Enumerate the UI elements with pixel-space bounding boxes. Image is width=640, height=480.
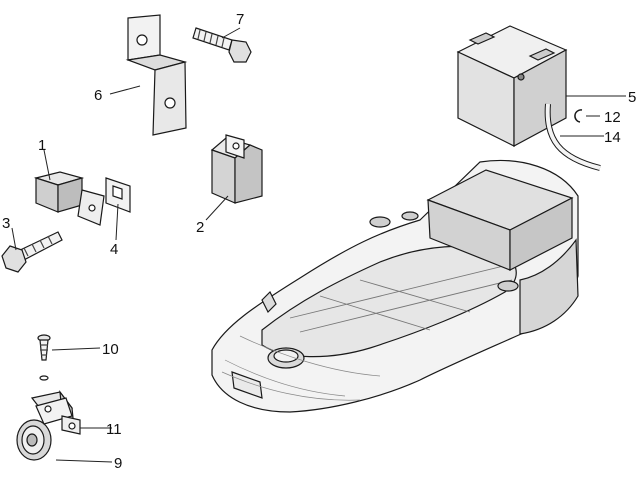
leader-lines — [11, 27, 626, 463]
part-2-relay — [210, 134, 263, 204]
callout-6: 6 — [94, 87, 102, 104]
part-5-battery — [456, 25, 568, 148]
callout-7: 7 — [236, 11, 244, 28]
leader-7 — [221, 27, 241, 39]
part-3-bolt — [1, 231, 63, 273]
part-6-mounting-bracket — [125, 14, 188, 136]
callout-4: 4 — [110, 241, 118, 258]
leader-4 — [115, 203, 119, 241]
callout-11: 11 — [106, 421, 122, 438]
callout-12: 12 — [604, 109, 621, 126]
callout-labels: 1 2 3 4 5 6 7 9 10 11 12 14 — [2, 11, 636, 472]
leader-1 — [43, 149, 51, 181]
leader-10 — [51, 347, 101, 351]
callout-9: 9 — [114, 455, 122, 472]
part-7-bolt — [192, 27, 252, 63]
callout-2: 2 — [196, 219, 204, 236]
callout-14: 14 — [604, 129, 621, 146]
callout-10: 10 — [102, 341, 119, 358]
leader-6 — [109, 85, 141, 95]
callout-3: 3 — [2, 215, 10, 232]
part-14-vent-hose — [544, 103, 601, 171]
callout-5: 5 — [628, 89, 636, 106]
part-11-horn-bracket — [35, 397, 81, 435]
part-12-clip-ring — [574, 109, 583, 123]
leader-3 — [11, 227, 17, 251]
callout-1: 1 — [38, 137, 46, 154]
part-4-clip — [105, 177, 131, 213]
leader-9 — [55, 459, 113, 463]
part-1-relay — [33, 171, 105, 226]
underseat-body — [211, 159, 579, 413]
leader-2 — [205, 195, 229, 221]
part-10-screw — [37, 334, 51, 381]
